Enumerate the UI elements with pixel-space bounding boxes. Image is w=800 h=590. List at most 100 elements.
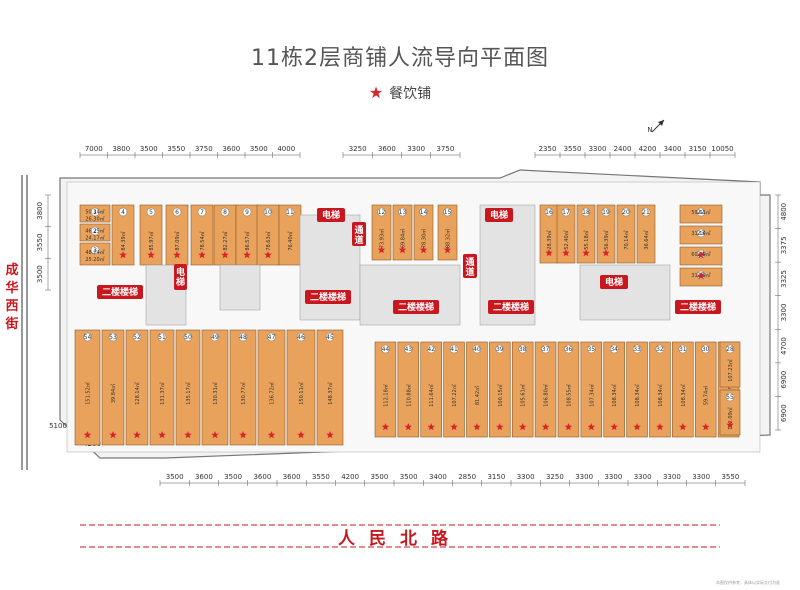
label-box (675, 300, 721, 314)
shop-box (672, 341, 694, 438)
compass-letter: N (647, 126, 652, 134)
shop-number: 50 (184, 334, 192, 341)
shop-box (437, 204, 458, 261)
shop-number: 32 (656, 346, 664, 353)
dim-label: 3550 (312, 473, 330, 481)
dim-label: 3800 (36, 202, 44, 220)
shop-number: 33 (633, 346, 641, 353)
dim-label: 6900 (780, 371, 788, 389)
shop-box (443, 341, 465, 438)
shop-box (149, 329, 175, 446)
label-text: 二楼楼梯 (493, 301, 529, 313)
label-box (305, 290, 351, 304)
food-star-icon (679, 423, 687, 431)
shop-number: 1 (93, 209, 97, 216)
shop-unit: 778.54㎡ (190, 204, 214, 266)
shop-box (175, 329, 201, 446)
shop-number: 10 (264, 209, 272, 216)
shop-area: 78.63㎡ (265, 231, 272, 250)
dim-label: 3250 (349, 145, 367, 153)
west-street-char: 成 (5, 263, 19, 278)
dim-label: 3600 (378, 145, 396, 153)
shop-number: 9 (245, 209, 249, 216)
food-star-icon (587, 423, 596, 431)
shop-area: 150.11㎡ (298, 382, 305, 405)
shop-area: 136.72㎡ (269, 382, 276, 405)
label-box (488, 300, 534, 314)
shop-box (420, 341, 442, 438)
label-text: 二楼楼梯 (102, 286, 138, 298)
shop-units: 150.34㎡26.30㎡246.25㎡24.17㎡348.24㎡25.20㎡4… (74, 204, 741, 446)
shop-number: 53 (109, 334, 117, 341)
shop-area: 48.24㎡ (85, 249, 104, 256)
road (80, 524, 720, 548)
core-block (359, 264, 461, 326)
shop-number: 47 (268, 334, 276, 341)
shop-unit: 46 150.11㎡ (286, 329, 316, 446)
label-text: 二楼楼梯 (310, 291, 346, 303)
shop-box (511, 341, 534, 438)
shop-number: 48 (239, 334, 247, 341)
shop-number: 46 (297, 334, 305, 341)
shop-area: 135.17㎡ (185, 382, 192, 405)
circulation-label: 电梯 (317, 208, 345, 222)
shop-number-badge (564, 344, 573, 354)
label-text: 电梯 (605, 276, 623, 288)
food-star-icon (109, 431, 117, 439)
food-star-icon (564, 423, 573, 431)
dim-label: 3300 (780, 304, 788, 322)
shop-area: 112.09㎡ (727, 407, 734, 430)
dim-label: 3300 (407, 145, 425, 153)
shop-number: 49 (211, 334, 219, 341)
shop-box (201, 329, 229, 446)
dim-label: 3400 (664, 145, 682, 153)
shop-box (603, 341, 625, 438)
dim-label: 4700 (780, 337, 788, 355)
legend: ★餐饮铺 (0, 83, 800, 103)
shop-unit: 687.09㎡ (165, 204, 189, 266)
dim-label: 3500 (224, 473, 242, 481)
dim-label: 3400 (429, 473, 447, 481)
shop-number: 31 (679, 346, 687, 353)
shop-number-badge (220, 207, 230, 217)
dim-label: 3500 (400, 473, 418, 481)
shop-number: 8 (223, 209, 227, 216)
circulation-label: 电梯 (174, 264, 187, 290)
shop-unit: 2460.09㎡ (679, 246, 723, 266)
dim-label: 3550 (564, 145, 582, 153)
food-star-icon (398, 246, 407, 254)
shop-number: 51 (158, 334, 166, 341)
shop-number: 17 (562, 209, 570, 216)
shop-number-badge (285, 207, 295, 217)
road-name: 人民北路 (338, 529, 462, 549)
shop-area: 107.22㎡ (451, 384, 458, 407)
dim-label: 3550 (721, 473, 739, 481)
food-star-icon (297, 431, 305, 439)
shop-area: 36.64㎡ (643, 230, 650, 249)
dim-label: 5100 (49, 422, 67, 430)
shop-number-badge (678, 344, 688, 354)
food-star-icon (582, 249, 590, 257)
shop-box (371, 204, 392, 261)
dim-label: 4000 (277, 145, 295, 153)
label-text: 通 (465, 256, 474, 268)
shop-number: 35 (587, 346, 595, 353)
shop-number: 19 (602, 209, 610, 216)
dim-label: 4800 (780, 203, 788, 221)
dim-label: 3600 (283, 473, 301, 481)
dim-label: 3325 (780, 270, 788, 288)
shop-box (374, 341, 397, 438)
shop-number-badge (641, 207, 651, 217)
dim-label: 3300 (634, 473, 652, 481)
dim-label: 3300 (663, 473, 681, 481)
